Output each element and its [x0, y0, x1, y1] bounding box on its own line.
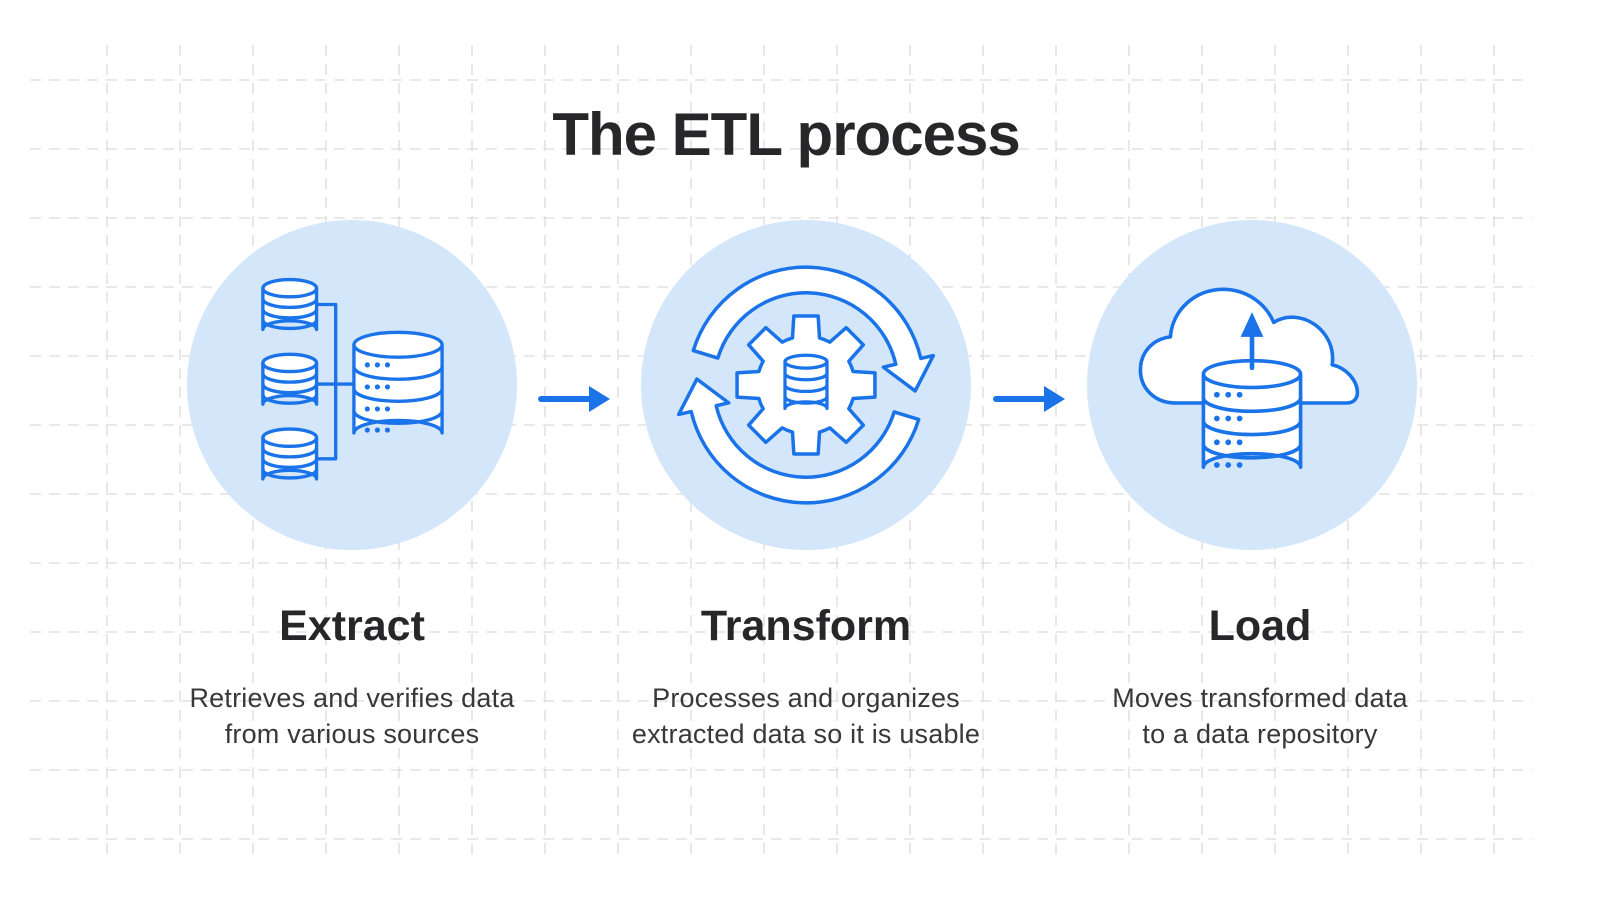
diagram-title: The ETL process	[552, 101, 1020, 169]
transform-label: Transform	[700, 602, 912, 650]
connector-lines	[314, 302, 356, 461]
extract-description: Retrieves and verifies data from various…	[189, 683, 515, 749]
database-cylinders	[261, 277, 444, 481]
flow-arrow-extract-to-transform-icon	[538, 385, 610, 413]
load-step-circle	[1087, 220, 1417, 550]
transform-step-circle	[641, 220, 971, 550]
server-indicator-dots	[364, 362, 391, 433]
transform-description: Processes and organizes extracted data s…	[631, 683, 981, 749]
cloud	[1138, 287, 1360, 405]
flow-arrow-transform-to-load-icon	[993, 385, 1065, 413]
arrow-shaft	[538, 396, 592, 402]
load-label: Load	[1208, 602, 1312, 650]
server-indicator-dots	[1213, 391, 1243, 468]
extract-step-circle	[187, 220, 517, 550]
upload-arrow	[1240, 312, 1264, 371]
extract-label: Extract	[279, 602, 425, 650]
extract-step-text: Extract Retrieves and verifies data from…	[117, 602, 587, 752]
gear-sync-arrows-icon	[676, 265, 936, 505]
sync-arrows	[676, 265, 936, 505]
arrow-head	[1044, 386, 1065, 412]
load-description: Moves transformed data to a data reposit…	[1112, 683, 1408, 749]
cloud-upload-database-icon	[1138, 287, 1360, 469]
load-step-text: Load Moves transformed data to a data re…	[1025, 602, 1495, 752]
arrow-shaft	[993, 396, 1047, 402]
databases-to-server-icon	[261, 277, 444, 481]
arrow-head	[589, 386, 610, 412]
database-in-gear	[783, 353, 829, 410]
repository-database	[1201, 358, 1303, 469]
transform-step-text: Transform Processes and organizes extrac…	[571, 602, 1041, 752]
